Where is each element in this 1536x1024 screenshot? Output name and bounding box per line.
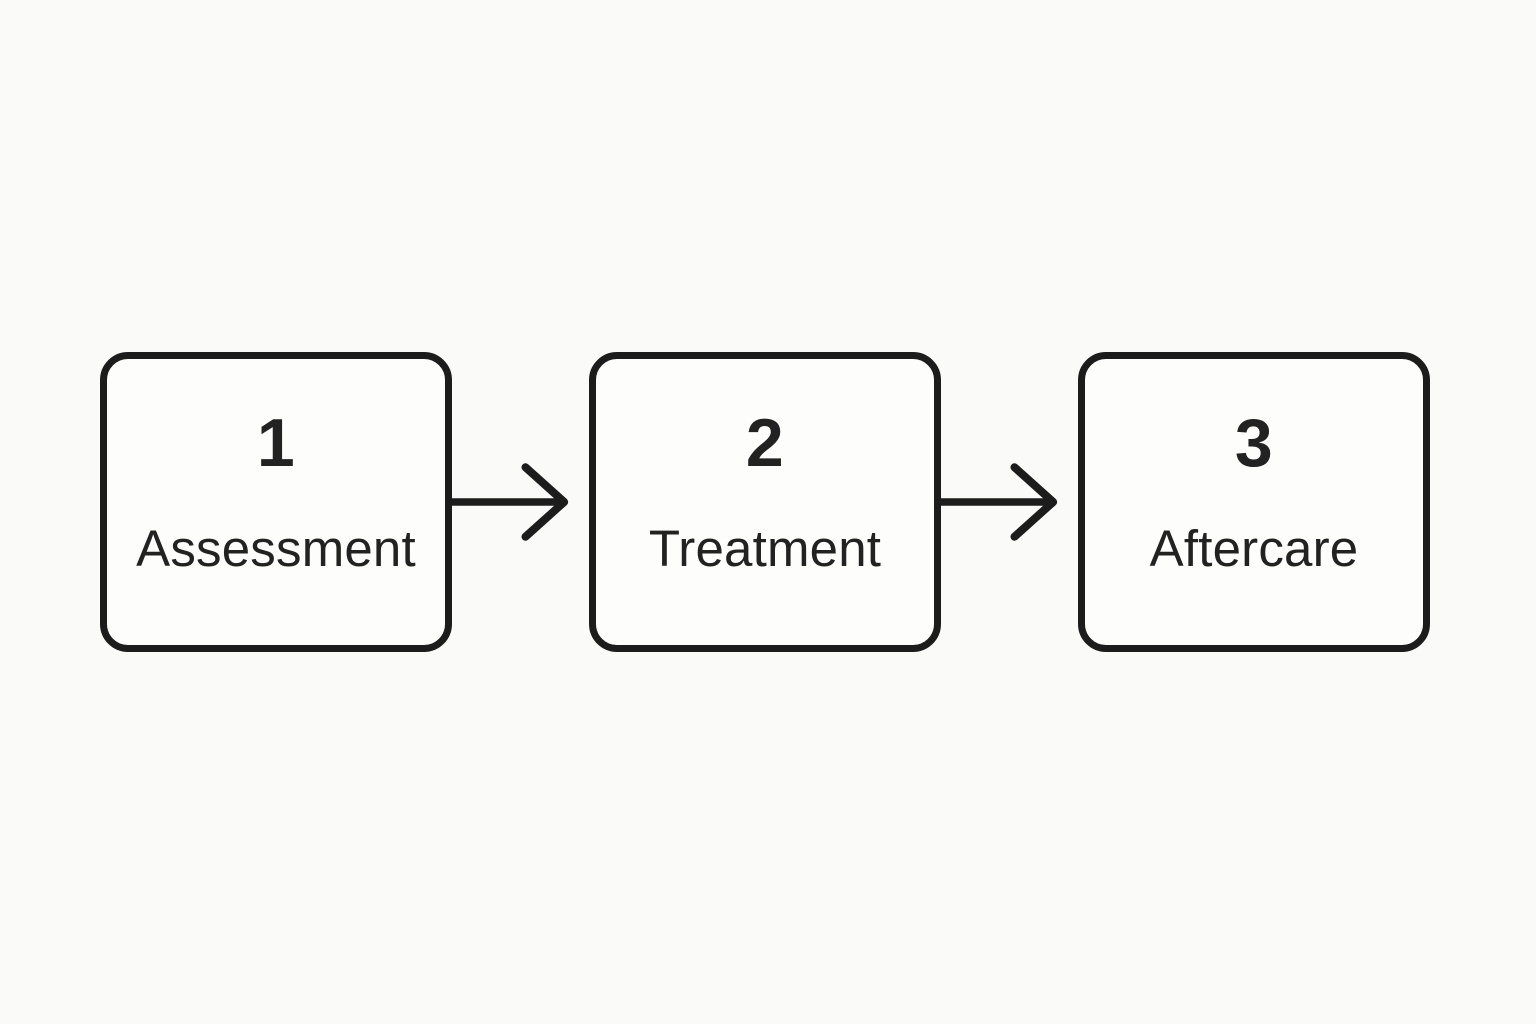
connector-2 <box>941 352 1078 652</box>
step-label: Aftercare <box>1149 519 1359 577</box>
step-label: Treatment <box>648 519 882 577</box>
arrow-right-icon <box>452 463 569 541</box>
arrow-right-icon <box>941 463 1058 541</box>
step-number: 2 <box>745 404 785 481</box>
step-label: Assessment <box>136 519 416 577</box>
step-box-aftercare: 3 Aftercare <box>1078 352 1430 652</box>
connector-1 <box>452 352 589 652</box>
step-number: 1 <box>256 404 296 481</box>
step-box-treatment: 2 Treatment <box>589 352 941 652</box>
step-box-assessment: 1 Assessment <box>100 352 452 652</box>
step-number: 3 <box>1234 404 1274 481</box>
flow-row: 1 Assessment 2 Treatment 3 Aftercare <box>100 352 1430 652</box>
